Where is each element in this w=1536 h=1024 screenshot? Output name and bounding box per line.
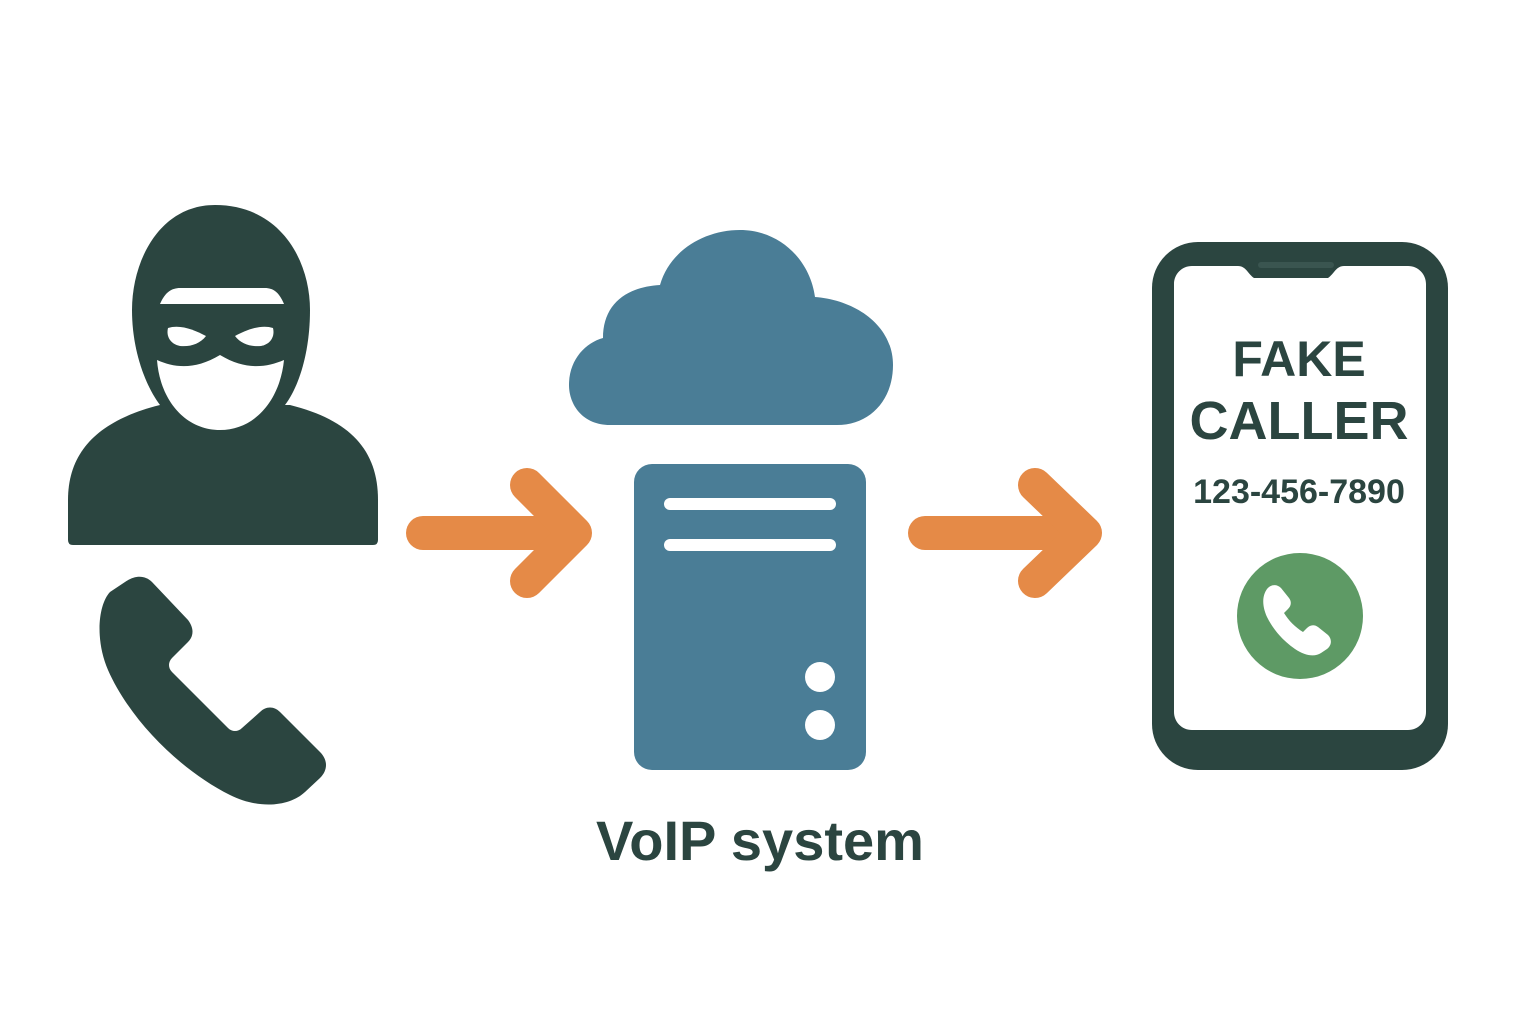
server-icon [634, 464, 866, 770]
arrow-right-icon [406, 468, 592, 598]
masked-person-icon [68, 205, 378, 545]
phone-handset-icon [99, 576, 326, 805]
smartphone-icon [1152, 242, 1448, 770]
flow-arrow-1 [405, 465, 595, 600]
cloud-icon [569, 230, 893, 425]
voip-system-label: VoIP system [596, 809, 924, 872]
victim-phone [1150, 240, 1450, 770]
scammer-node [60, 200, 390, 550]
phone-answer-icon [1237, 553, 1363, 679]
caller-name-line1: FAKE [1232, 331, 1366, 387]
caller-number: 123-456-7890 [1193, 473, 1405, 511]
arrow-right-icon [908, 468, 1102, 598]
answer-call-button[interactable] [1237, 553, 1363, 679]
flow-arrow-2 [905, 465, 1105, 600]
voip-cloud [565, 225, 895, 430]
voip-server [634, 464, 866, 770]
caller-name-line2: CALLER [1189, 391, 1409, 451]
scammer-phone [90, 570, 340, 810]
